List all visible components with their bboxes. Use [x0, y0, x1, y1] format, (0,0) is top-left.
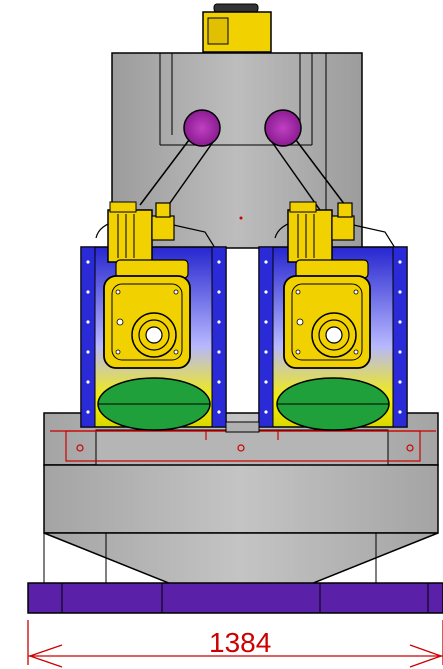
dimension-value: 1384 — [209, 627, 271, 658]
top-motor — [202, 3, 272, 53]
chute-lines — [139, 139, 346, 211]
inlet-port-left — [183, 109, 221, 147]
base-plate — [27, 582, 443, 614]
center-shaft — [225, 421, 260, 433]
feeder-unit-left — [80, 201, 227, 431]
dimension-line — [27, 620, 443, 668]
dimension-label: 1384 — [209, 627, 271, 658]
lower-hopper — [43, 412, 439, 613]
inlet-port-right — [264, 109, 302, 147]
feeder-unit-right — [258, 201, 408, 431]
